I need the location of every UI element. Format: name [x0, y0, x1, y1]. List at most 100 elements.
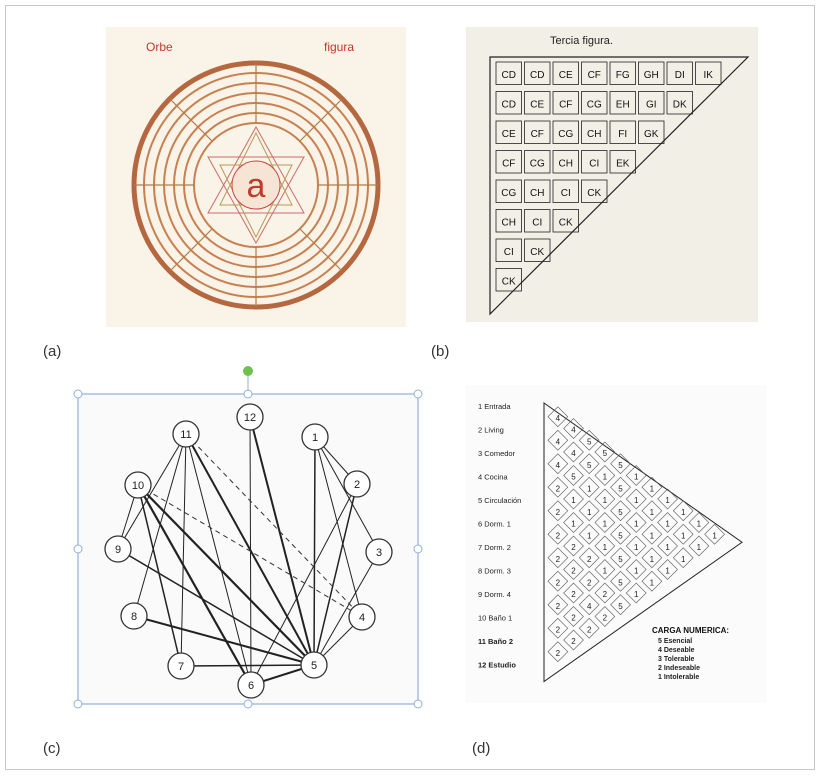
panel-b-cell-label: CI — [504, 247, 514, 258]
matrix-value: 2 — [556, 649, 561, 658]
matrix-value: 4 — [556, 414, 561, 423]
matrix-value: 4 — [587, 602, 592, 611]
matrix-value: 1 — [665, 496, 670, 505]
matrix-value: 1 — [681, 531, 686, 540]
matrix-value: 1 — [603, 520, 608, 529]
resize-handle-l[interactable] — [74, 545, 82, 553]
matrix-value: 1 — [634, 543, 639, 552]
graph-node-label: 8 — [131, 611, 137, 623]
matrix-value: 2 — [587, 625, 592, 634]
legend-item: 2 Indeseable — [658, 665, 700, 672]
matrix-value: 2 — [556, 555, 561, 564]
matrix-value: 1 — [665, 520, 670, 529]
panel-b-cell-label: CK — [559, 218, 573, 229]
panel-b-cell-label: FI — [618, 129, 627, 140]
graph-node-label: 2 — [354, 479, 360, 491]
graph-edge — [181, 665, 314, 666]
matrix-value: 2 — [556, 625, 561, 634]
panel-b-cell-label: GK — [644, 129, 659, 140]
matrix-value: 2 — [571, 590, 576, 599]
panel-b-cell-label: EH — [616, 100, 630, 111]
panel-b-cell-label: CK — [502, 277, 516, 288]
room-label: 11 Baño 2 — [478, 637, 513, 646]
panel-b-cell-label: CK — [530, 247, 544, 258]
matrix-value: 1 — [650, 578, 655, 587]
resize-handle-tr[interactable] — [414, 390, 422, 398]
matrix-value: 4 — [571, 426, 576, 435]
matrix-value: 2 — [603, 614, 608, 623]
resize-handle-bl[interactable] — [74, 700, 82, 708]
center-letter: a — [247, 167, 266, 205]
matrix-value: 2 — [603, 590, 608, 599]
matrix-value: 1 — [634, 567, 639, 576]
matrix-value: 1 — [603, 473, 608, 482]
resize-handle-r[interactable] — [414, 545, 422, 553]
room-label: 8 Dorm. 3 — [478, 567, 511, 576]
resize-handle-t[interactable] — [244, 390, 252, 398]
resize-handle-tl[interactable] — [74, 390, 82, 398]
matrix-value: 2 — [571, 614, 576, 623]
panel-b-cell-label: CG — [558, 129, 573, 140]
room-label: 2 Living — [478, 426, 504, 435]
room-label: 5 Circulación — [478, 496, 521, 505]
matrix-value: 1 — [634, 520, 639, 529]
matrix-value: 1 — [650, 508, 655, 517]
panel-b-cell-label: CH — [502, 218, 516, 229]
caption-d: (d) — [472, 740, 490, 757]
panel-b-cell-label: CF — [531, 129, 544, 140]
caption-c: (c) — [43, 740, 61, 757]
panel-b-cell-label: CG — [530, 159, 545, 170]
rotate-handle[interactable] — [243, 366, 253, 376]
panel-b-cell-label: CH — [587, 129, 601, 140]
panel-b-cell-label: CD — [502, 70, 516, 81]
panel-b-cell-label: CD — [530, 70, 544, 81]
room-label: 12 Estudio — [478, 661, 516, 670]
room-label: 1 Entrada — [478, 402, 511, 411]
matrix-value: 5 — [618, 602, 623, 611]
matrix-value: 1 — [681, 508, 686, 517]
legend-title: CARGA NUMERICA: — [652, 626, 729, 635]
room-label: 6 Dorm. 1 — [478, 520, 511, 529]
matrix-value: 1 — [603, 543, 608, 552]
legend-item: 3 Tolerable — [658, 656, 695, 663]
panel-b-cell-label: CK — [587, 188, 601, 199]
resize-handle-b[interactable] — [244, 700, 252, 708]
panel-b-cell-label: CE — [530, 100, 544, 111]
panel-b-cell-label: EK — [616, 159, 630, 170]
matrix-value: 2 — [556, 531, 561, 540]
matrix-value: 5 — [618, 508, 623, 517]
panel-b-triangle-table: Tercia figura. CDCDCECFFGGHDIIKCDCECFCGE… — [466, 27, 758, 322]
matrix-value: 1 — [587, 508, 592, 517]
resize-handle-br[interactable] — [414, 700, 422, 708]
panel-b-cell-label: GI — [646, 100, 657, 111]
graph-node-label: 4 — [359, 612, 365, 624]
room-label: 9 Dorm. 4 — [478, 590, 511, 599]
matrix-value: 5 — [618, 578, 623, 587]
panel-b-cell-label: CD — [502, 100, 516, 111]
graph-node-label: 3 — [376, 547, 382, 559]
matrix-value: 4 — [556, 437, 561, 446]
graph-node-label: 12 — [244, 412, 256, 424]
graph-node-label: 10 — [132, 480, 144, 492]
matrix-value: 5 — [587, 437, 592, 446]
panel-b-cell-label: CF — [559, 100, 572, 111]
matrix-value: 2 — [556, 602, 561, 611]
legend-item: 5 Esencial — [658, 638, 692, 645]
graph-node-label: 5 — [311, 660, 317, 672]
graph-node-label: 6 — [248, 680, 254, 692]
panel-a-label-left: Orbe — [146, 40, 173, 54]
panel-a-image: a Orbe figura — [106, 27, 406, 327]
legend-item: 1 Intolerable — [658, 674, 699, 681]
matrix-value: 1 — [587, 531, 592, 540]
matrix-value: 1 — [697, 543, 702, 552]
panel-b-cell-label: CE — [502, 129, 516, 140]
matrix-value: 4 — [556, 461, 561, 470]
graph-node-label: 11 — [180, 429, 191, 441]
panel-b-cell-label: FG — [616, 70, 630, 81]
panel-b-cell-label: CE — [559, 70, 573, 81]
matrix-value: 5 — [618, 531, 623, 540]
matrix-value: 2 — [587, 555, 592, 564]
